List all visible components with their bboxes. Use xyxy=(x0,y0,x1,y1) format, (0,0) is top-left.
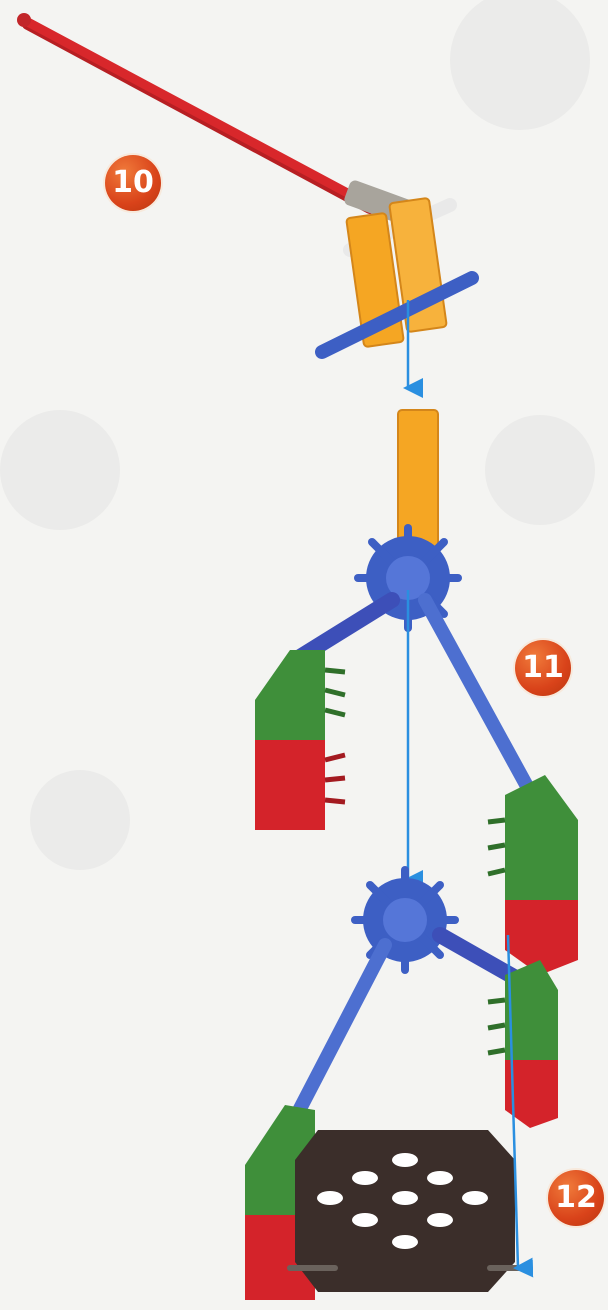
step-number-badge: 12 xyxy=(548,1170,604,1226)
step-10-assembly xyxy=(17,13,472,388)
green-connector-right xyxy=(505,775,578,900)
red-rod-end xyxy=(17,13,31,27)
red-rod xyxy=(24,20,368,204)
left-bracket-teeth xyxy=(325,670,345,715)
step-number-badge: 10 xyxy=(105,155,161,211)
red-connector-left xyxy=(255,740,325,830)
lower-hub-center xyxy=(383,898,427,942)
blue-rod-right-arm xyxy=(425,600,540,810)
step-number-badge: 11 xyxy=(515,640,571,696)
blue-rod-lower-left xyxy=(290,945,385,1128)
green-connector-lower-right xyxy=(505,960,558,1060)
green-connector-left xyxy=(255,650,325,740)
